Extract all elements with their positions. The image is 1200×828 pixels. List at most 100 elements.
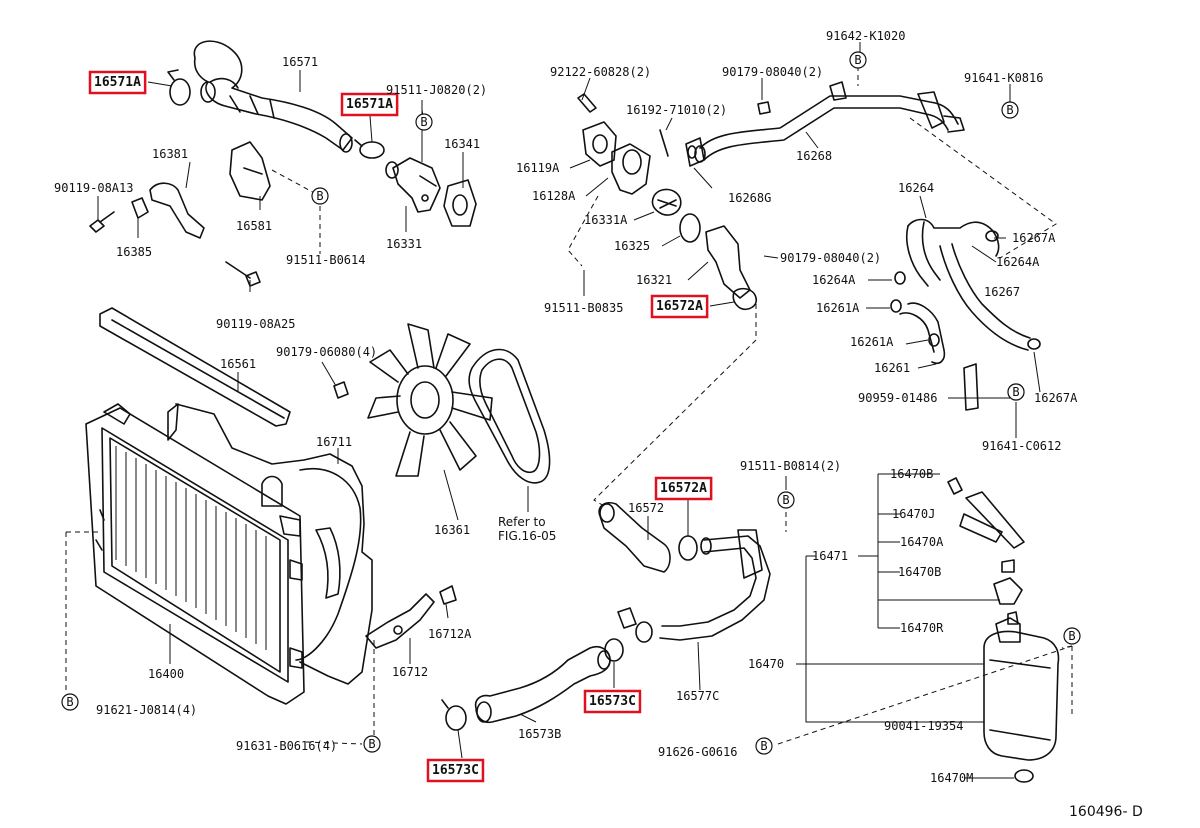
ref-marker-letter: B: [368, 737, 375, 751]
part-label-16261a-bottom: 16261A: [850, 335, 894, 349]
part-label-16470b-top: 16470B: [890, 467, 933, 481]
radiator-16400-drawing: [85, 403, 305, 705]
part-label-16261a-top: 16261A: [816, 301, 860, 315]
radiator-support-bar-16561: [99, 307, 291, 427]
part-label-16321: 16321: [636, 273, 672, 287]
bracket-16581-drawing: [229, 141, 271, 201]
part-label-16470j: 16470J: [892, 507, 935, 521]
part-label-16711: 16711: [316, 435, 352, 449]
ref-marker-letter: B: [760, 739, 767, 753]
part-label-16470r: 16470R: [900, 621, 944, 635]
part-label-16470a: 16470A: [900, 535, 944, 549]
ref-marker-letter: B: [1012, 385, 1019, 399]
gasket-16341-drawing: [443, 179, 477, 227]
hose-clamp-16573c-bottom: [441, 699, 467, 731]
part-label-16573c-right: 16573C: [589, 694, 636, 709]
part-label-90179-08040-mid: 90179-08040(2): [780, 251, 881, 265]
leader-lines: [97, 42, 1041, 779]
part-label-16470: 16470: [748, 657, 784, 671]
highlight-box-16572a-top: [650, 294, 709, 319]
part-label-91511-b0835: 91511-B0835: [544, 301, 623, 315]
part-label-91631-b0616: 91631-B0616(4): [236, 739, 337, 753]
bolt-90119-08a13: [89, 211, 115, 233]
highlight-box-16571a-right: [340, 92, 399, 117]
ref-markers: BBBBBBBBBBB: [61, 51, 1081, 755]
part-label-16361: 16361: [434, 523, 470, 537]
part-label-16400: 16400: [148, 667, 184, 681]
part-label-16571: 16571: [282, 55, 318, 69]
part-label-16264a-right: 16264A: [996, 255, 1040, 269]
ref-marker-letter: B: [1006, 103, 1013, 117]
figure-code: 160496- D: [1069, 804, 1143, 820]
part-label-16381: 16381: [152, 147, 188, 161]
part-label-16268g: 16268G: [728, 191, 771, 205]
part-label-16712: 16712: [392, 665, 428, 679]
radiator-inlet-hose-drawing: [193, 40, 353, 153]
part-label-16128a: 16128A: [532, 189, 576, 203]
fan-16361-drawing: [367, 323, 493, 477]
ref-marker-b: B: [311, 187, 329, 205]
part-label-16261: 16261: [874, 361, 910, 375]
part-label-16471: 16471: [812, 549, 848, 563]
water-outlet-16331-drawing: [385, 157, 441, 213]
part-label-16470b-mid: 16470B: [898, 565, 941, 579]
part-label-92122-60828: 92122-60828(2): [550, 65, 651, 79]
part-label-16267: 16267: [984, 285, 1020, 299]
ref-marker-letter: B: [782, 493, 789, 507]
thermostat-housing-drawing: [577, 93, 771, 311]
part-label-16470m: 16470M: [930, 771, 973, 785]
fan-shroud-16711-drawing: [167, 403, 373, 685]
part-label-16572a-top: 16572A: [656, 299, 703, 314]
ref-marker-letter: B: [1068, 629, 1075, 643]
part-label-91641-k0816: 91641-K0816: [964, 71, 1043, 85]
part-label-90959-01486: 90959-01486: [858, 391, 937, 405]
part-label-16573c-bottom: 16573C: [432, 763, 479, 778]
ref-marker-b: B: [755, 737, 773, 755]
part-label-16264a-left: 16264A: [812, 273, 856, 287]
bracket-16381-drawing: [131, 182, 205, 239]
part-label-91642-k1020: 91642-K1020: [826, 29, 905, 43]
part-label-16267a-top: 16267A: [1012, 231, 1056, 245]
highlight-box-16573c-right: [583, 689, 642, 714]
part-label-16581: 16581: [236, 219, 272, 233]
part-label-91641-c0612: 91641-C0612: [982, 439, 1061, 453]
ref-marker-b: B: [61, 693, 79, 711]
reserve-tank-16470-drawing: [947, 477, 1060, 783]
ref-marker-b: B: [363, 735, 381, 753]
water-inlet-pipe-16577c-drawing: [617, 529, 771, 643]
bracket-16712-drawing: [365, 585, 457, 649]
ref-marker-letter: B: [854, 53, 861, 67]
part-label-90119-08a25: 90119-08A25: [216, 317, 295, 331]
refer-to-figure-note: FIG.16-05: [498, 529, 556, 543]
part-label-16341: 16341: [444, 137, 480, 151]
part-label-16577c: 16577C: [676, 689, 719, 703]
dashed-reference-lines: [65, 66, 1073, 745]
ref-marker-b: B: [1001, 101, 1019, 119]
part-label-16192-71010: 16192-71010(2): [626, 103, 727, 117]
ref-marker-letter: B: [66, 695, 73, 709]
part-label-16572: 16572: [628, 501, 664, 515]
ref-marker-b: B: [777, 491, 795, 509]
part-label-91626-g0616: 91626-G0616: [658, 745, 737, 759]
highlight-box-16572a-bottom: [654, 476, 713, 501]
part-label-16268: 16268: [796, 149, 832, 163]
tank-label-bracket-lines: [796, 473, 1000, 723]
part-label-91621-j0814: 91621-J0814(4): [96, 703, 197, 717]
part-label-16571a-right: 16571A: [346, 97, 393, 112]
ref-marker-b: B: [849, 51, 867, 69]
part-label-91511-b0814: 91511-B0814(2): [740, 459, 841, 473]
bolt-90179-06080: [333, 381, 349, 399]
bypass-pipe-16268-drawing: [685, 81, 965, 167]
hose-clamp-16571a-right: [354, 139, 385, 159]
part-label-90119-08a13: 90119-08A13: [54, 181, 133, 195]
part-label-90179-06080: 90179-06080(4): [276, 345, 377, 359]
ref-marker-letter: B: [420, 115, 427, 129]
part-label-16119a: 16119A: [516, 161, 560, 175]
part-label-16573b: 16573B: [518, 727, 561, 741]
ref-marker-b: B: [1007, 383, 1025, 401]
part-number-labels: 16571A1657116571A91511-J0820(2)163811634…: [54, 29, 1078, 785]
ref-marker-b: B: [415, 113, 433, 131]
part-label-16331: 16331: [386, 237, 422, 251]
